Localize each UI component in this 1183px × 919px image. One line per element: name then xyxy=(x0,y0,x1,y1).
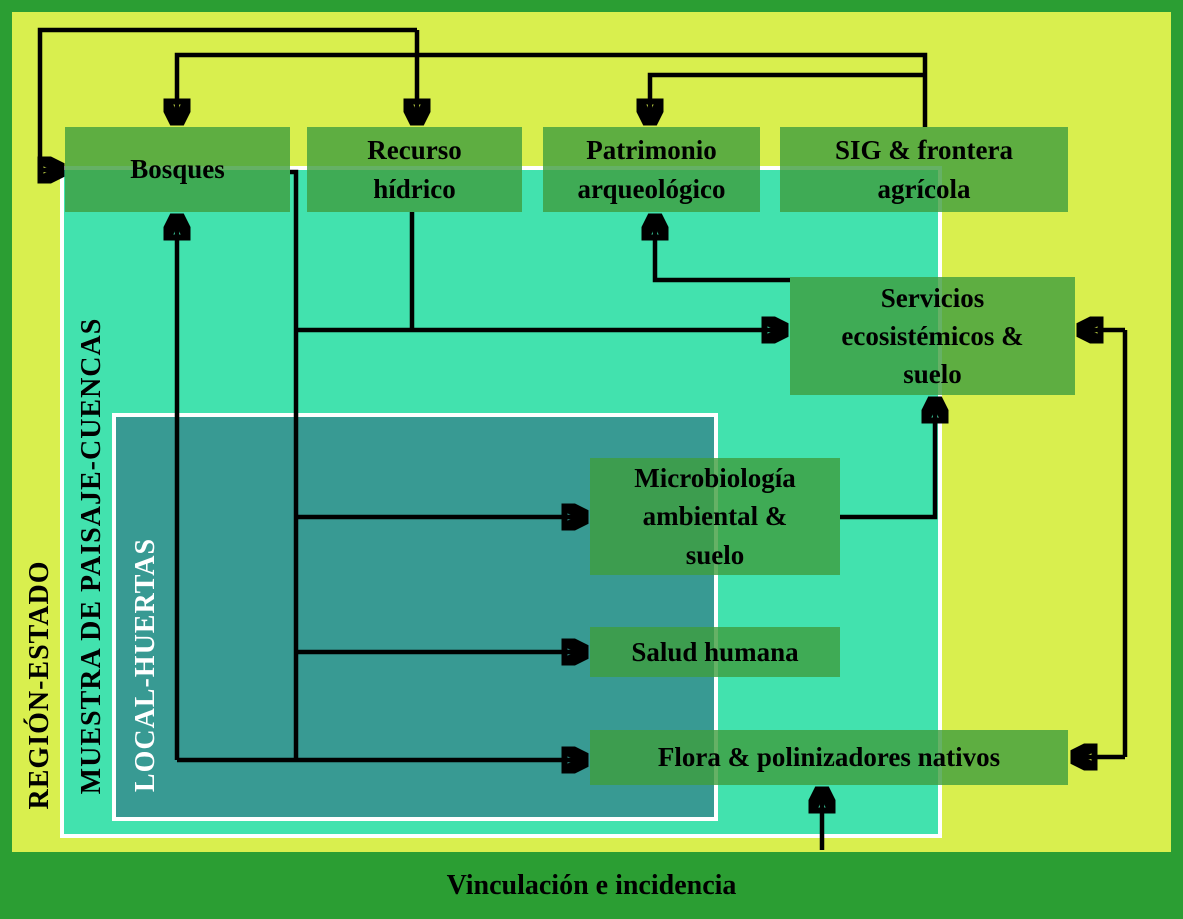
box-bosques: Bosques xyxy=(65,127,290,212)
box-microbiologia-ambiental-suelo: Microbiología ambiental & suelo xyxy=(590,458,840,575)
box-servicios-ecosistemicos-suelo: Servicios ecosistémicos & suelo xyxy=(790,277,1075,395)
local-huertas-label: LOCAL-HUERTAS xyxy=(130,537,161,793)
box-recurso-hidrico: Recurso hídrico xyxy=(307,127,522,212)
box-flora-polinizadores-nativos: Flora & polinizadores nativos xyxy=(590,730,1068,785)
box-sig-frontera-agricola: SIG & frontera agrícola xyxy=(780,127,1068,212)
region-estado-label: REGIÓN-ESTADO xyxy=(24,560,55,810)
box-salud-humana: Salud humana xyxy=(590,627,840,677)
muestra-paisaje-cuencas-label: MUESTRA DE PAISAJE-CUENCAS xyxy=(76,317,107,795)
box-patrimonio-arqueologico: Patrimonio arqueológico xyxy=(543,127,760,212)
vinculacion-band: Vinculación e incidencia xyxy=(0,852,1183,919)
vinculacion-label: Vinculación e incidencia xyxy=(446,869,737,901)
